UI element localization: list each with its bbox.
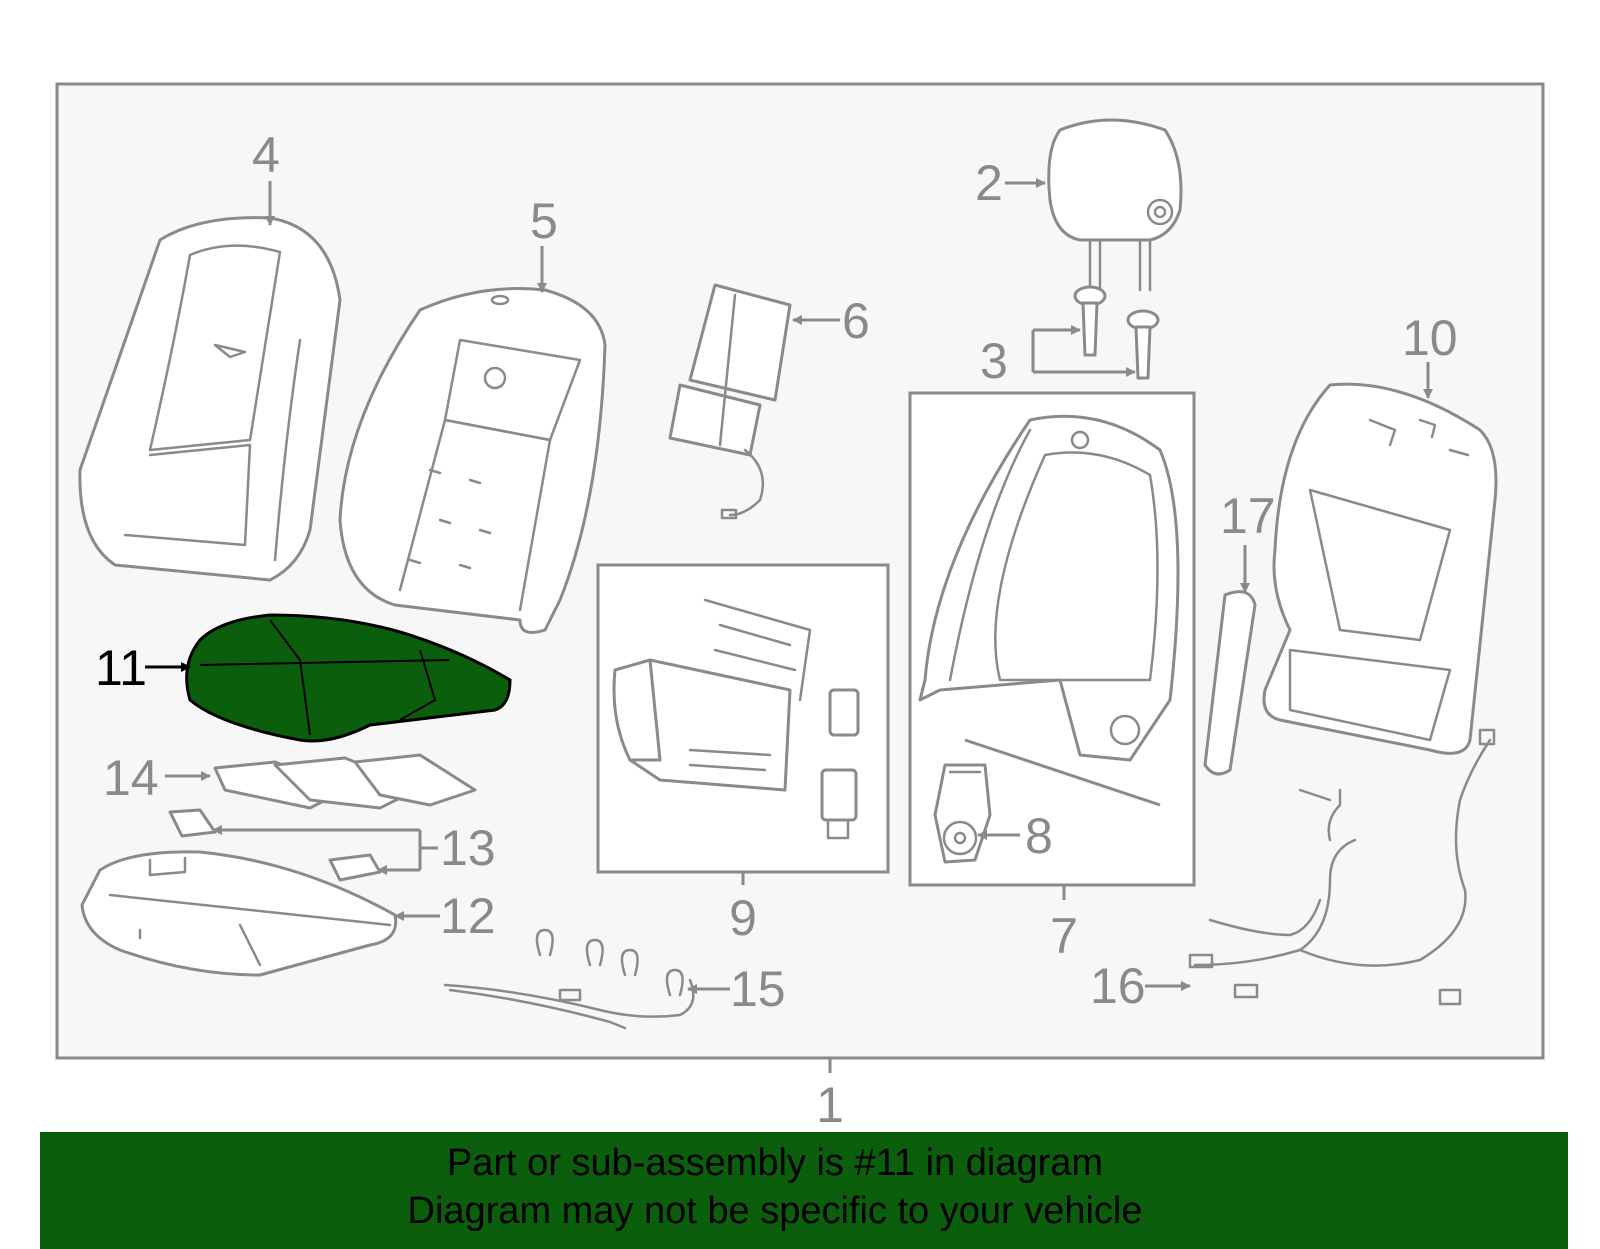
banner-line-disclaimer: Diagram may not be specific to your vehi… [407,1190,1143,1232]
callout-6: 6 [842,293,870,349]
part-9-lumbar-assembly [612,598,860,840]
callout-16: 16 [1090,958,1146,1014]
callout-8: 8 [1025,808,1053,864]
banner-line-part: Part or sub-assembly is #11 in diagram [446,1142,1104,1184]
callout-1: 1 [816,1077,844,1133]
callout-5: 5 [530,193,558,249]
part-3-guides [1073,285,1160,380]
info-banner: Part or sub-assembly is #11 in diagram D… [40,1132,1568,1249]
callout-13-leader [418,830,438,870]
part-4-seatback-cover [78,216,342,582]
callout-12: 12 [440,888,496,944]
part-11-seat-cushion-pad [185,613,512,743]
part-16-main-harness [1188,728,1496,1006]
callout-10: 10 [1402,310,1458,366]
callout-7: 7 [1050,908,1078,964]
part-14-heater-pads [213,753,477,810]
part-7-seatback-frame [918,414,1180,807]
callout-3: 3 [980,333,1008,389]
callout-9: 9 [729,890,757,946]
part-10-seatback-panel [1262,382,1498,755]
part-8-motor [933,763,992,864]
callout-13: 13 [440,820,496,876]
callout-11: 11 [95,640,147,696]
callout-14: 14 [103,750,159,806]
part-12-cushion-frame [80,850,398,977]
callout-4: 4 [252,127,280,183]
callout-15: 15 [730,961,786,1017]
callout-17: 17 [1220,488,1276,544]
callout-2: 2 [975,155,1003,211]
part-6-module [668,283,792,520]
part-17-side-trim [1203,590,1257,776]
part-15-wire-harness [443,928,695,1030]
part-2-headrest [1047,118,1183,292]
